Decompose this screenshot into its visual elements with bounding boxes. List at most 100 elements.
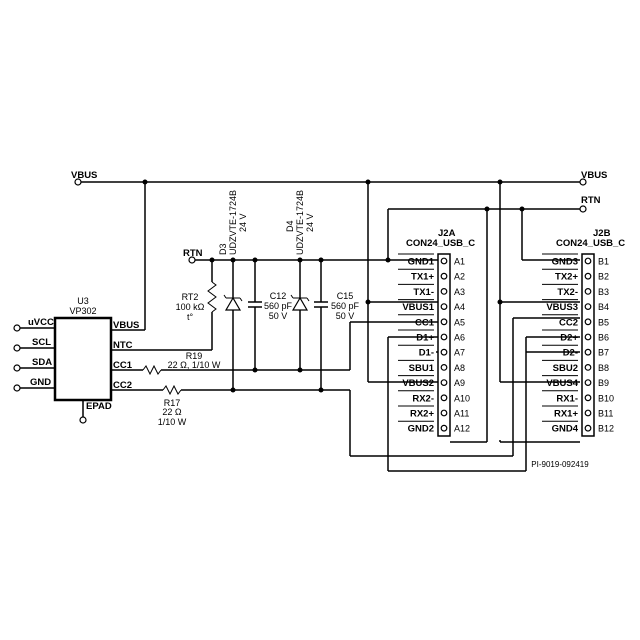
u3-ref: U3 [77,296,89,306]
j2a-signal-label: VBUS1 [402,302,434,313]
j2b-pin-number: B7 [598,348,609,358]
d4-rating: 24 V [305,213,315,232]
u3-chip: U3 VP302 uVCC SCL SDA GND VBUS NTC CC1 C… [13,296,212,424]
j2a-pin-circle [440,424,448,432]
j2a-pin-number: A11 [454,409,469,419]
j2b-pin-circle [584,303,592,311]
j2b-signal-label: D2+ [560,333,578,344]
j2b-pin-row: TX2- B3 [542,283,609,298]
j2b-pin-number: B10 [598,393,614,403]
r17-value: 22 Ω [162,407,182,417]
j2a-pin-number: A10 [454,393,470,403]
j2b-pin-number: B11 [598,409,613,419]
vbus-right-label: VBUS [581,170,607,181]
u3-part: VP302 [69,306,96,316]
rt2-ref: RT2 [182,292,199,302]
c15-capacitor: C15 560 pF 50 V [314,260,360,390]
j2b-pin-row: RX1- B10 [542,390,614,404]
j2a-pin-circle [440,333,448,341]
j2b-signal-label: RX1- [556,393,578,404]
c12-rating: 50 V [269,311,288,321]
vbus-left-label: VBUS [71,170,97,181]
j2a-pin-row: RX2- A10 [398,390,470,404]
j2b-signal-label: VBUS4 [546,378,578,389]
j2b-signal-label: CC2 [559,317,578,328]
j2b-pin-circle [584,424,592,432]
rt2-value: 100 kΩ [176,302,205,312]
j2b-wiring [497,182,580,443]
d3-ref: D3 [218,243,228,255]
u3-pin-ntc: NTC [113,340,133,351]
j2b-pin-number: B8 [598,363,609,373]
j2a-signal-label: GND1 [408,257,435,268]
j2a-signal-label: VBUS2 [402,378,434,389]
j2a-pin-number: A6 [454,333,465,343]
j2a-pin-row: GND1 A1 [398,253,465,268]
j2b-signal-label: TX2- [557,287,578,298]
rtn-left-label: RTN [183,248,203,259]
j2a-pin-number: A12 [454,424,470,434]
j2a-signal-label: D1- [419,348,434,359]
j2a-ref: J2A [438,228,456,239]
c12-capacitor: C12 560 pF 50 V [248,260,293,370]
j2a-signal-label: TX1- [413,287,434,298]
r17-rating: 1/10 W [158,417,187,427]
j2a-signal-label: GND2 [408,424,434,435]
j2a-signal-label: CC1 [415,317,435,328]
j2b-ref: J2B [593,228,611,239]
j2b-pin-number: B4 [598,302,609,312]
j2b-pin-circle [584,288,592,295]
u3-pin-gnd: GND [30,377,51,388]
j2b-pin-number: B5 [598,317,609,327]
j2a-wiring [350,182,527,472]
j2a-pin-number: A3 [454,287,465,297]
j2b-pin-number: B3 [598,287,609,297]
u3-pin-uvcc: uVCC [28,317,54,328]
j2a-pin-number: A7 [454,348,465,358]
j2a-pin-number: A1 [454,257,465,267]
j2a-pin-circle [440,379,448,387]
r17-ref: R17 [164,398,181,408]
d3-rating: 24 V [238,213,248,232]
j2b-pin-number: B12 [598,424,614,434]
j2b-signal-label: TX2+ [555,272,578,283]
j2a-pin-number: A9 [454,378,465,388]
j2a-signal-label: SBU1 [409,363,435,374]
j2a-pin-number: A8 [454,363,465,373]
rtn-right-label: RTN [581,195,601,206]
j2a-pin-circle [440,394,448,402]
j2b-pin-row: RX1+B11 [542,405,613,420]
j2a-signal-label: RX2+ [410,409,434,420]
u3-pin-cc2: CC2 [113,380,132,391]
j2b-signal-label: VBUS3 [546,302,578,313]
j2b-pin-circle [584,318,592,326]
figure-id: PI-9019-092419 [531,460,589,469]
j2b-pin-circle [584,272,592,280]
j2a-pin-number: A2 [454,272,465,282]
j2a-pin-row: GND2 A12 [398,420,470,435]
d4-tvs-diode: D4 UDZVTE-1724B 24 V [285,190,315,370]
j2b-signal-label: GND4 [552,424,579,435]
c12-ref: C12 [270,291,287,301]
j2b-signal-label: GND3 [552,257,578,268]
j2b-pin-circle [584,379,592,387]
r19-resistor: R19 22 Ω, 1/10 W [142,322,351,376]
u3-pin-sda: SDA [32,357,52,368]
d3-value: UDZVTE-1724B [228,190,238,255]
j2a-pin-circle [440,348,448,356]
vbus-rail: VBUS VBUS [71,170,607,186]
rt2-thermistor: RT2 100 kΩ t° [176,260,217,350]
c12-value: 560 pF [264,301,293,311]
j2a-signal-label: TX1+ [411,272,434,283]
j2b-pin-number: B6 [598,333,609,343]
j2b-pin-row: TX2+B2 [542,268,609,283]
j2b-pin-row: D2+ B6 [542,329,609,344]
j2a-signal-label: RX2- [412,393,434,404]
j2a-part: CON24_USB_C [406,238,475,249]
j2a-pin-row: D1+A6 [398,329,465,344]
j2a-pin-row: RX2+ A11 [398,405,469,420]
